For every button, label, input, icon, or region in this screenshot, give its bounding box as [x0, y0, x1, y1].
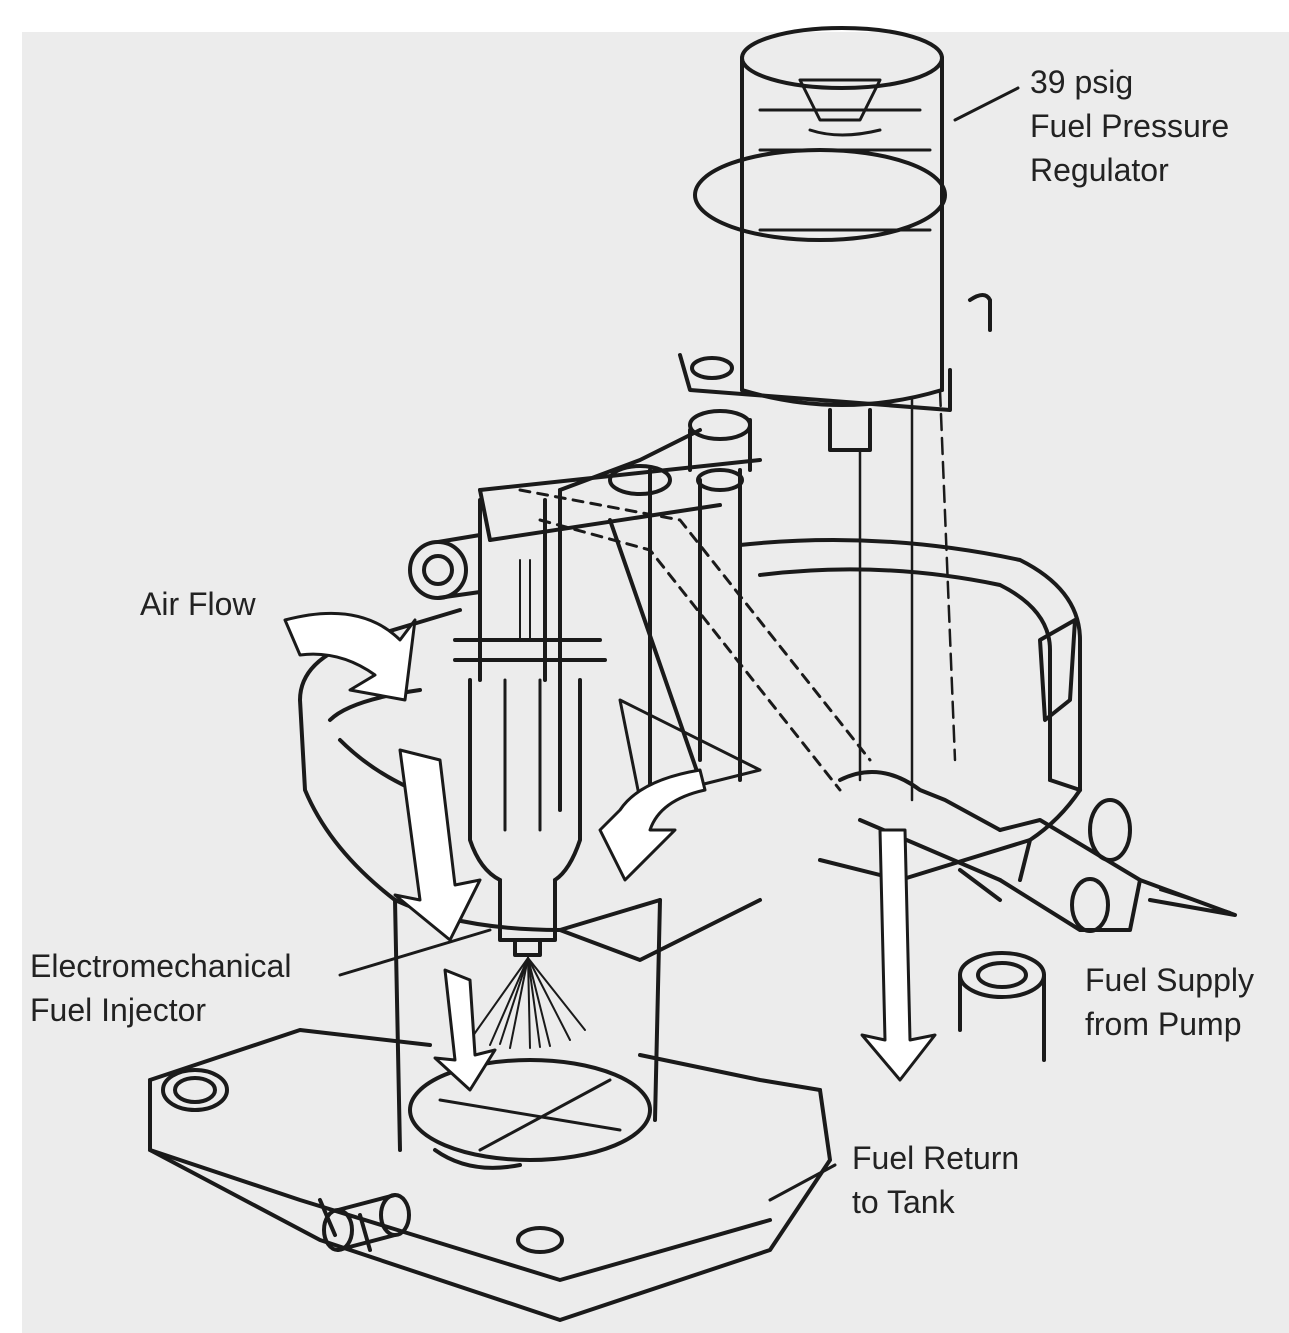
label-regulator-line2: Fuel Pressure: [1030, 108, 1230, 144]
label-supply-line1: Fuel Supply: [1085, 962, 1254, 998]
label-fuel-injector: Electromechanical Fuel Injector: [30, 944, 291, 1032]
label-regulator-line1: 39 psig: [1030, 64, 1134, 100]
throttle-bore: [393, 898, 662, 1170]
label-regulator-line3: Regulator: [1030, 152, 1169, 188]
air-horn-bowl: [298, 538, 1082, 962]
label-injector-line2: Fuel Injector: [30, 992, 207, 1028]
label-air-flow: Air Flow: [140, 582, 256, 626]
injector-body: [408, 498, 607, 957]
center-tower: [558, 409, 762, 812]
regulator-return-lines: [858, 388, 957, 802]
fuel-channel-dashed: [518, 488, 872, 792]
label-injector-line1: Electromechanical: [30, 948, 292, 984]
leader-regulator: [953, 86, 1020, 122]
leader-lines: [338, 86, 1020, 1202]
bowl-fin: [1038, 618, 1077, 722]
leader-injector: [338, 928, 492, 977]
pin-peg: [322, 1193, 411, 1252]
label-return-line1: Fuel Return: [852, 1140, 1020, 1176]
label-supply-line2: from Pump: [1085, 1006, 1242, 1042]
injector-spray: [469, 957, 586, 1049]
label-fuel-return: Fuel Return to Tank: [852, 1136, 1019, 1224]
pressure-regulator: [678, 26, 992, 452]
base-flange: [148, 1028, 832, 1322]
fuel-return-arrow: [860, 828, 937, 1082]
air-flow-arrows: [283, 611, 707, 1092]
leader-return: [768, 1163, 837, 1202]
label-air-flow-line1: Air Flow: [140, 586, 256, 622]
mounting-boss: [958, 951, 1046, 1062]
label-return-line2: to Tank: [852, 1184, 955, 1220]
label-fuel-supply: Fuel Supply from Pump: [1085, 958, 1254, 1046]
bridge-arm: [478, 458, 762, 542]
label-pressure-regulator: 39 psig Fuel Pressure Regulator: [1030, 60, 1229, 192]
